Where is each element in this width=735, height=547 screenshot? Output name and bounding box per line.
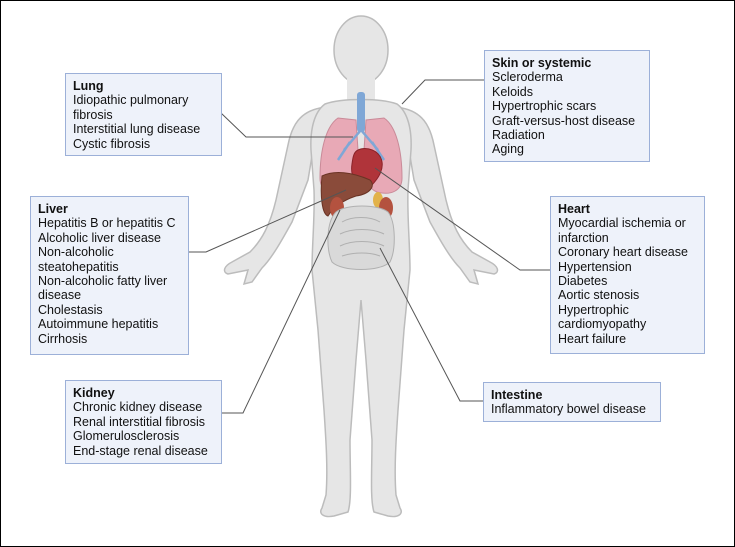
kidney-item: Renal interstitial fibrosis [73,414,205,429]
lung-item-list: Idiopathic pulmonary fibrosis Interstiti… [73,93,214,151]
intestine-organ [327,205,395,270]
skin-label-box: Skin or systemic Scleroderma Keloids Hyp… [484,50,650,162]
heart-item: cardiomyopathy [558,317,647,332]
liver-item-list: Hepatitis B or hepatitis C Alcoholic liv… [38,216,181,346]
lung-item: fibrosis [73,107,113,122]
skin-item: Hypertrophic scars [492,99,597,114]
kidney-title: Kidney [73,386,115,400]
heart-item: Aortic stenosis [558,288,640,303]
liver-item: Hepatitis B or hepatitis C [38,216,176,231]
liver-item: Non-alcoholic [38,245,114,260]
skin-leader-line [401,79,484,105]
liver-item: Non-alcoholic fatty liver [38,274,168,289]
heart-leader-line [374,167,550,271]
skin-item: Scleroderma [492,70,563,85]
skin-item-list: Scleroderma Keloids Hypertrophic scars G… [492,70,642,156]
lung-title: Lung [73,79,104,93]
liver-item: Cirrhosis [38,331,88,346]
heart-item: infarction [558,230,609,245]
heart-item: Myocardial ischemia or [558,216,686,231]
kidney-item: Chronic kidney disease [73,400,203,415]
trachea [357,92,365,132]
leader-lines [189,79,550,414]
liver-title: Liver [38,202,68,216]
heart-item: Diabetes [558,274,608,289]
kidney-item: Glomerulosclerosis [73,429,180,444]
liver-item: disease [38,288,82,303]
skin-title: Skin or systemic [492,56,592,70]
heart-label-box: Heart Myocardial ischemia or infarction … [550,196,705,354]
kidney-item-list: Chronic kidney disease Renal interstitia… [73,400,214,458]
heart-item: Hypertrophic [558,302,629,317]
heart-item: Coronary heart disease [558,245,688,260]
kidney-leader-line [222,209,341,414]
liver-leader-line [189,189,347,253]
skin-item: Aging [492,142,524,157]
intestine-item: Inflammatory bowel disease [491,402,646,417]
intestine-title: Intestine [491,388,543,402]
skin-item: Keloids [492,84,533,99]
liver-label-box: Liver Hepatitis B or hepatitis C Alcohol… [30,196,189,355]
liver-item: Autoimmune hepatitis [38,317,159,332]
heart-title: Heart [558,202,590,216]
lung-item: Cystic fibrosis [73,136,151,151]
kidney-label-box: Kidney Chronic kidney disease Renal inte… [65,380,222,464]
heart-item-list: Myocardial ischemia or infarction Corona… [558,216,697,346]
liver-item: Alcoholic liver disease [38,230,161,245]
intestine-leader-line [379,247,483,402]
lung-item: Interstitial lung disease [73,122,201,137]
skin-item: Graft-versus-host disease [492,113,636,128]
heart-item: Heart failure [558,331,627,346]
intestine-label-box: Intestine Inflammatory bowel disease [483,382,661,422]
lung-label-box: Lung Idiopathic pulmonary fibrosis Inter… [65,73,222,156]
kidney-item: End-stage renal disease [73,443,208,458]
skin-item: Radiation [492,128,545,143]
lung-leader-line [220,112,353,138]
heart-item: Hypertension [558,259,632,274]
intestine-item-list: Inflammatory bowel disease [491,402,653,416]
liver-item: steatohepatitis [38,259,119,274]
lung-item: Idiopathic pulmonary [73,93,189,108]
liver-item: Cholestasis [38,302,103,317]
